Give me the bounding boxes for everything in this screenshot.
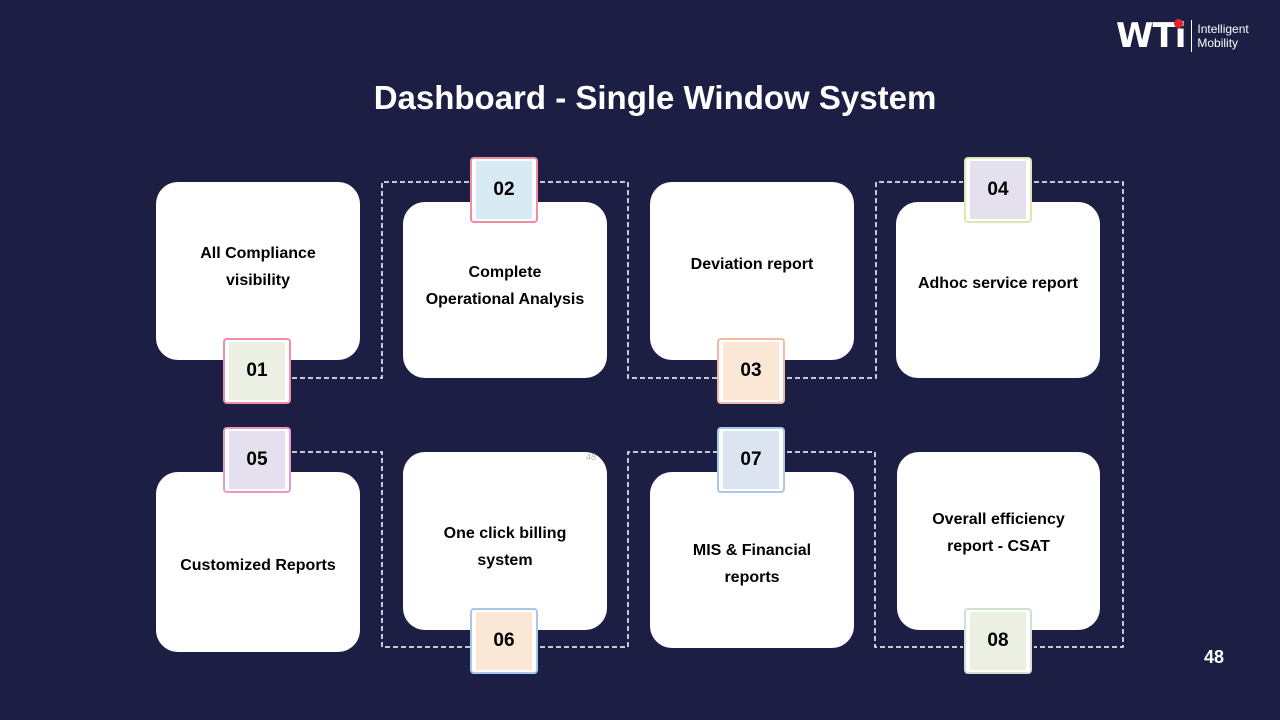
page-title: Dashboard - Single Window System <box>373 79 937 116</box>
card-overall-efficiency[interactable]: Overall efficiency report - CSAT <box>897 452 1100 630</box>
card-deviation-report[interactable]: Deviation report <box>650 182 854 360</box>
card-one-click-billing[interactable]: One click billing system <box>403 452 607 630</box>
card-label: Deviation report <box>690 256 814 273</box>
card-label: Complete Operational Analysis <box>425 264 585 308</box>
logo-red-dot <box>1174 19 1184 28</box>
card-label: Adhoc service report <box>917 274 1079 292</box>
badge-06: 06 <box>470 608 538 674</box>
card-all-compliance[interactable]: All Compliance visibility <box>156 182 360 360</box>
card-customized-reports[interactable]: Customized Reports <box>156 472 360 652</box>
card-adhoc-service-report[interactable]: Adhoc service report <box>896 202 1100 378</box>
badge-08: 08 <box>964 608 1032 674</box>
badge-02: 02 <box>470 157 538 223</box>
logo-tagline: Intelligent Mobility <box>1197 22 1249 50</box>
wti-logo: WTi Intelligent Mobility <box>1116 18 1249 54</box>
card-label: MIS & Financial reports <box>692 542 812 586</box>
badge-03: 03 <box>717 338 785 404</box>
logo-divider <box>1191 20 1193 52</box>
card-label: All Compliance visibility <box>200 245 316 289</box>
card-operational-analysis[interactable]: Complete Operational Analysis <box>403 202 607 378</box>
badge-01: 01 <box>223 338 291 404</box>
card-label: Customized Reports <box>180 556 336 574</box>
badge-07: 07 <box>717 427 785 493</box>
small-page-marker: 48 <box>586 452 597 462</box>
card-mis-financial[interactable]: MIS & Financial reports <box>650 472 854 648</box>
card-label: Overall efficiency report - CSAT <box>932 511 1065 555</box>
card-label: One click billing system <box>443 525 567 569</box>
badge-04: 04 <box>964 157 1032 223</box>
badge-05: 05 <box>223 427 291 493</box>
logo-mark: WTi <box>1116 16 1186 56</box>
slide-number: 48 <box>1204 647 1225 667</box>
